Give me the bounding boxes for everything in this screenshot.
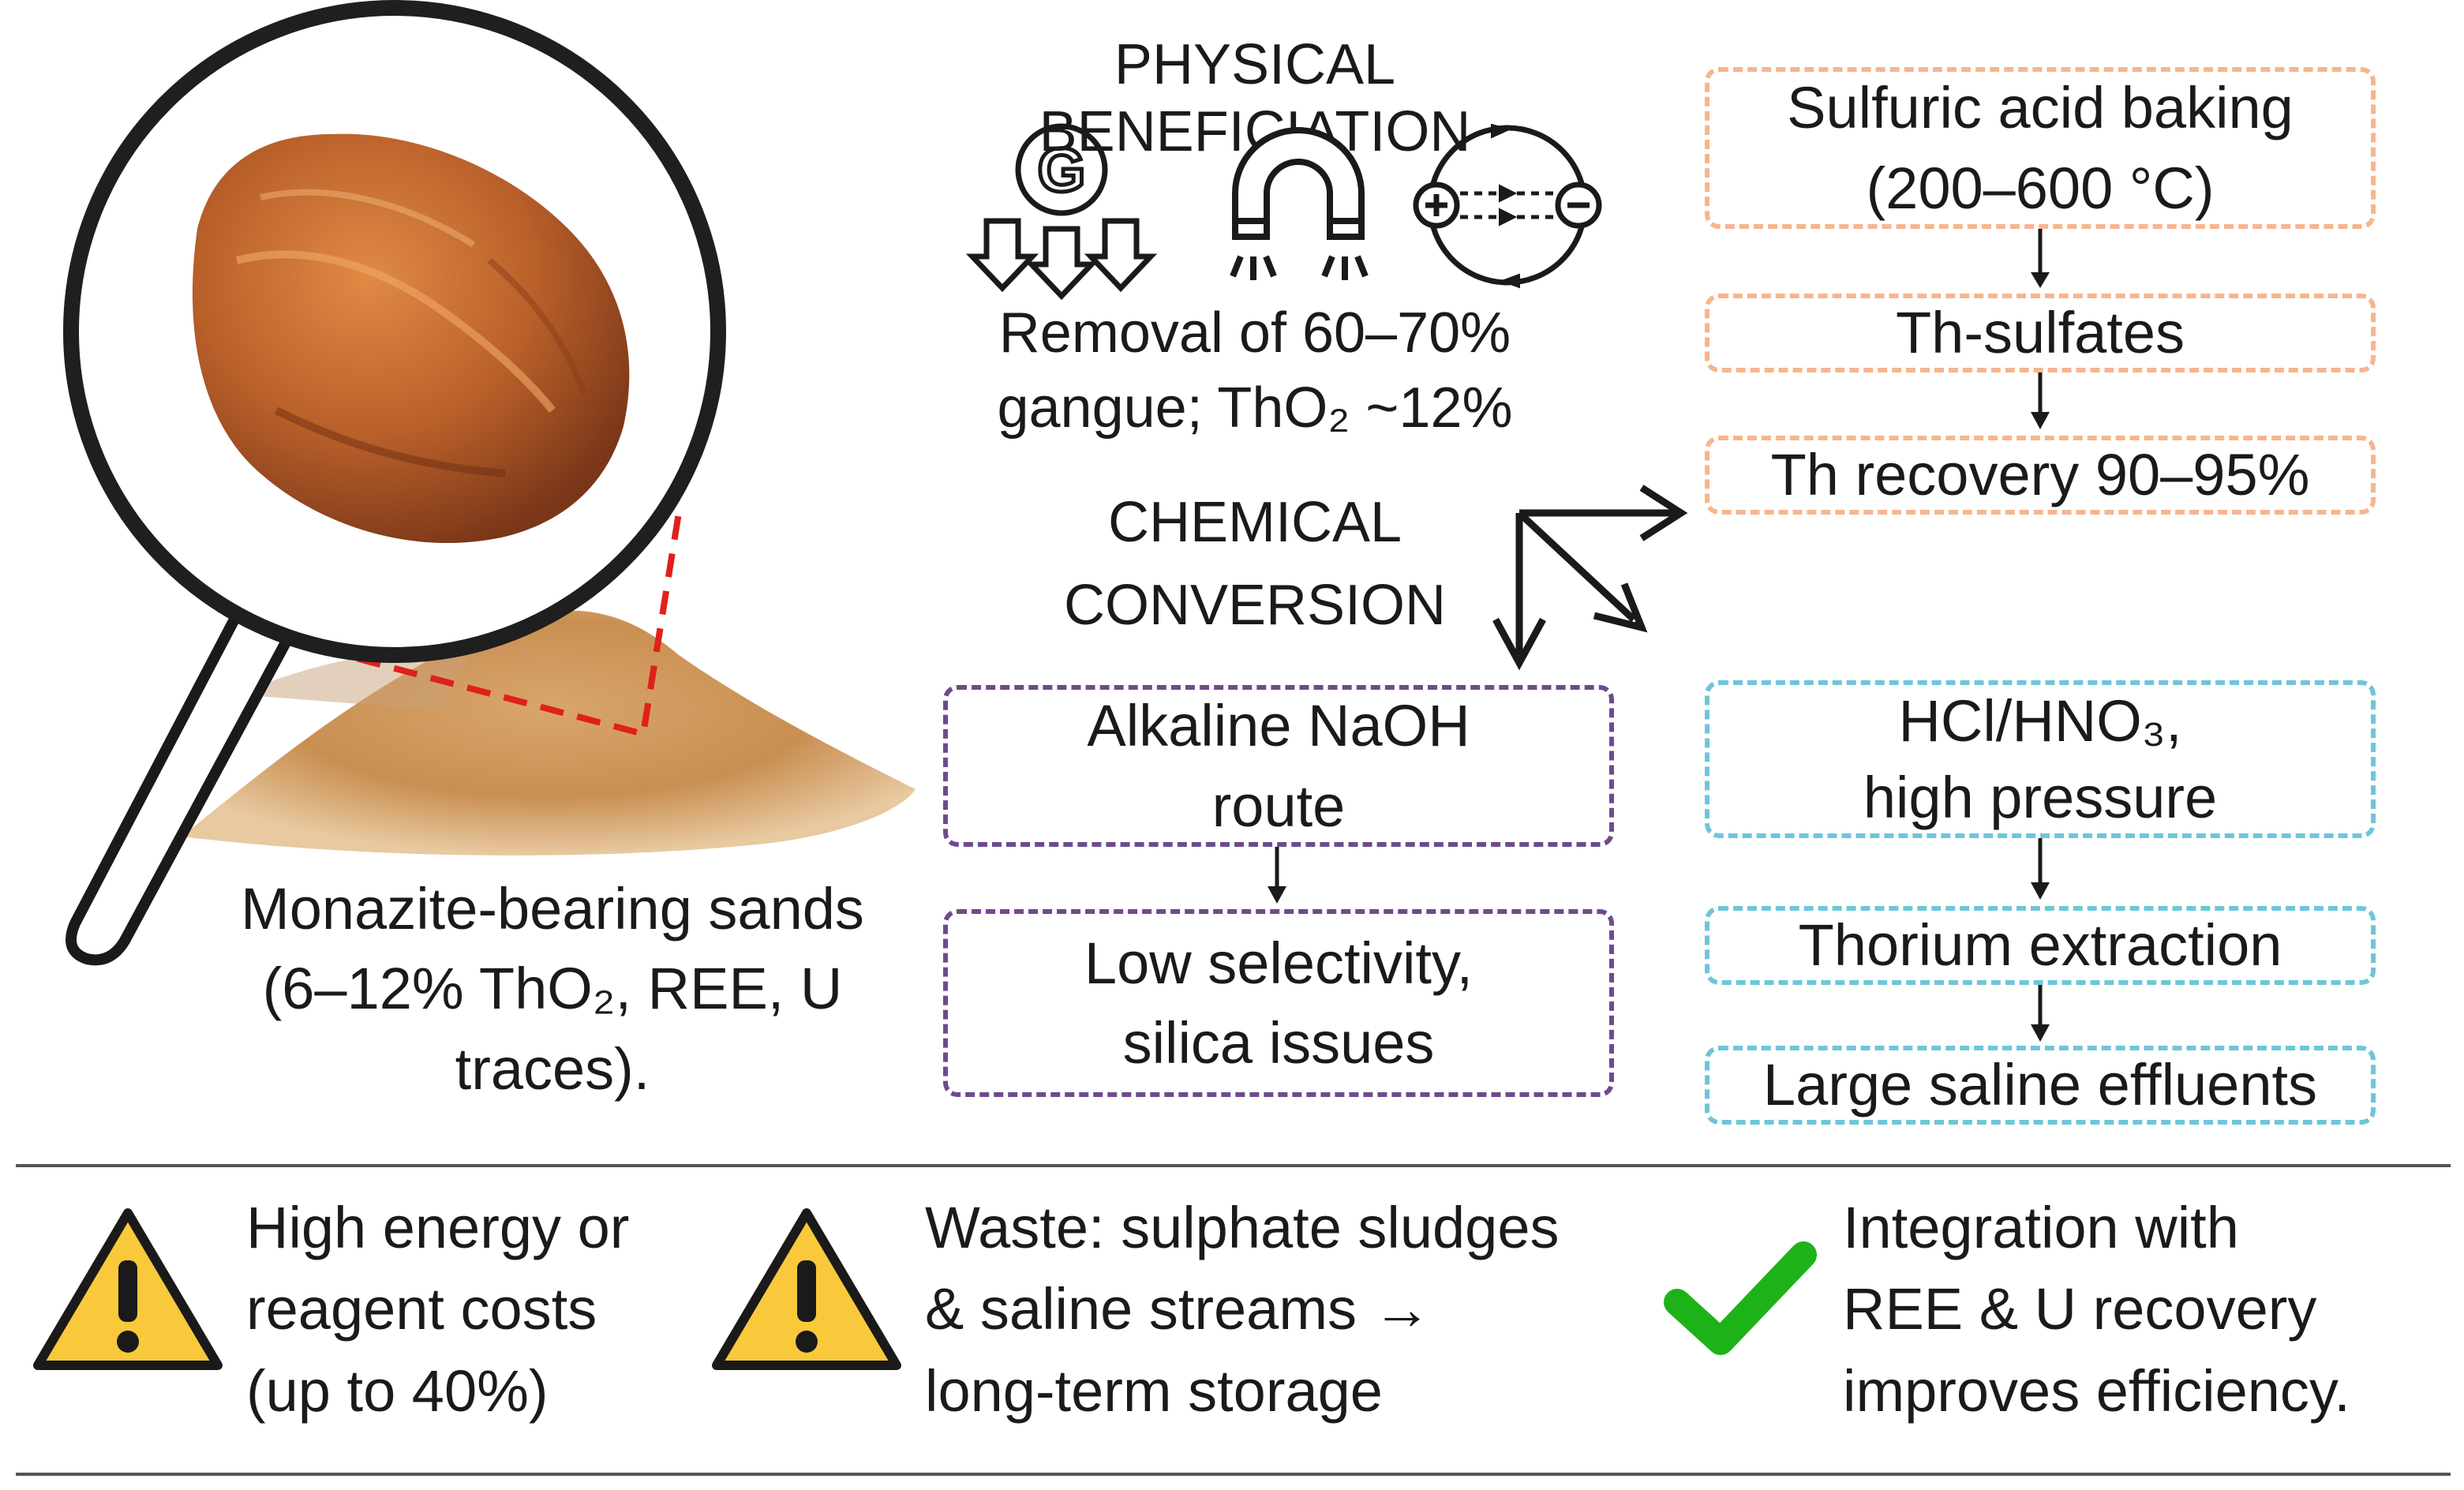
integration-note: Integration with REE & U recovery improv… bbox=[1843, 1193, 2458, 1425]
alkaline-step2-line-2: silica issues bbox=[1122, 1010, 1435, 1076]
low-selectivity-box: Low selectivity, silica issues bbox=[943, 909, 1614, 1097]
gravity-separation-icon: G bbox=[965, 123, 1158, 301]
arrow-alkaline-1 bbox=[1261, 847, 1293, 910]
arrow-sulfuric-2 bbox=[2024, 372, 2056, 436]
physical-result: Removal of 60–70% gangue; ThO₂ ~12% bbox=[916, 300, 1594, 442]
gravity-icon-letter: G bbox=[1038, 135, 1086, 204]
physical-result-line-2: gangue; ThO₂ ~12% bbox=[997, 376, 1513, 440]
waste-line-3: long-term storage bbox=[925, 1357, 1383, 1424]
th-sulfates-box: Th-sulfates bbox=[1705, 294, 2376, 372]
sulfuric-step1-line-1: Sulfuric acid baking bbox=[1787, 75, 2294, 141]
arrow-to-acid bbox=[1516, 510, 1637, 623]
waste-line-1: Waste: sulphate sludges bbox=[925, 1195, 1560, 1260]
warning-icon bbox=[710, 1204, 904, 1377]
branch-arrows bbox=[1484, 474, 1705, 694]
cost-note: High energy or reagent costs (up to 40%) bbox=[246, 1193, 720, 1425]
physical-icons: G bbox=[963, 118, 1610, 301]
large-saline-effluents-box: Large saline effluents bbox=[1705, 1046, 2376, 1125]
bottom-divider bbox=[16, 1473, 2451, 1476]
warning-icon bbox=[32, 1204, 225, 1377]
th-recovery-box: Th recovery 90–95% bbox=[1705, 436, 2376, 515]
chemical-conversion-title: CHEMICAL CONVERSION bbox=[1010, 489, 1500, 639]
chemical-title-line-1: CHEMICAL bbox=[1107, 491, 1402, 554]
cost-line-1: High energy or bbox=[246, 1195, 630, 1260]
integration-line-2: REE & U recovery bbox=[1843, 1276, 2317, 1342]
thorium-extraction-box: Thorium extraction bbox=[1705, 906, 2376, 985]
integration-line-3: improves efficiency. bbox=[1843, 1357, 2350, 1424]
acid-step1-line-1: HCl/HNO₃, bbox=[1898, 687, 2182, 754]
arrow-sulfuric-1 bbox=[2024, 229, 2056, 292]
cost-line-3: (up to 40%) bbox=[246, 1357, 549, 1424]
caption-line-3: traces). bbox=[455, 1035, 650, 1102]
sulfuric-step1-line-2: (200–600 °C) bbox=[1866, 155, 2215, 221]
alkaline-step1-line-2: route bbox=[1211, 773, 1346, 839]
physical-result-line-1: Removal of 60–70% bbox=[998, 301, 1511, 365]
sulfuric-acid-baking-box: Sulfuric acid baking (200–600 °C) bbox=[1705, 67, 2376, 229]
chemical-title-line-2: CONVERSION bbox=[1063, 573, 1447, 637]
check-icon bbox=[1661, 1235, 1819, 1361]
integration-line-1: Integration with bbox=[1843, 1195, 2239, 1260]
waste-note: Waste: sulphate sludges & saline streams… bbox=[925, 1193, 1651, 1425]
arrow-acid-2 bbox=[2024, 985, 2056, 1048]
acid-step1-line-2: high pressure bbox=[1863, 765, 2218, 830]
zoom-indicator-lines bbox=[283, 512, 682, 738]
sand-magnifier-svg bbox=[63, 0, 916, 966]
hcl-hno3-box: HCl/HNO₃, high pressure bbox=[1705, 680, 2376, 838]
waste-line-2: & saline streams → bbox=[925, 1276, 1432, 1342]
magnet-icon bbox=[1230, 127, 1369, 280]
alkaline-naoh-box: Alkaline NaOH route bbox=[943, 685, 1614, 847]
sand-magnifier-illustration bbox=[0, 0, 931, 986]
monazite-rock bbox=[192, 133, 630, 544]
top-divider bbox=[16, 1164, 2451, 1167]
caption-line-2: (6–12% ThO₂, REE, U bbox=[262, 956, 843, 1022]
cost-line-2: reagent costs bbox=[246, 1276, 597, 1342]
alkaline-step1-line-1: Alkaline NaOH bbox=[1087, 693, 1470, 759]
caption-line-1: Monazite-bearing sands bbox=[241, 876, 864, 942]
sand-pile bbox=[182, 610, 916, 855]
alkaline-step2-line-1: Low selectivity, bbox=[1084, 930, 1474, 996]
monazite-caption: Monazite-bearing sands (6–12% ThO₂, REE,… bbox=[158, 874, 947, 1103]
physical-beneficiation-title: PHYSICAL BENEFICIATION bbox=[1039, 33, 1471, 163]
arrow-acid-1 bbox=[2024, 838, 2056, 906]
electrostatic-separation-icon bbox=[1413, 123, 1602, 289]
magnifier-handle bbox=[66, 594, 301, 966]
